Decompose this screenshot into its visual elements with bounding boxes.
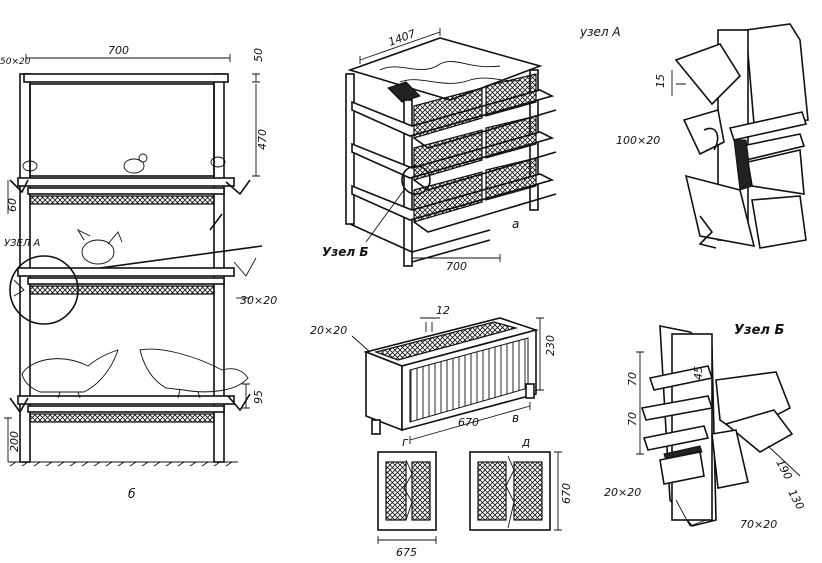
node-a-detail bbox=[671, 23, 809, 249]
dim-tray-section: 20×20 bbox=[310, 324, 347, 337]
dim-door-width: 675 bbox=[396, 546, 417, 559]
label-view-d: д bbox=[521, 435, 530, 449]
dim-door-height: 670 bbox=[560, 483, 573, 504]
label-node-a-front: УЗЕЛ А bbox=[4, 238, 41, 249]
dim-front-side: 60 bbox=[6, 198, 19, 212]
door-g bbox=[377, 451, 437, 544]
dim-node-b-beam: 70×20 bbox=[740, 518, 777, 531]
label-view-a: а bbox=[512, 217, 519, 231]
dim-front-top-margin: 50 bbox=[252, 48, 265, 62]
isometric-view bbox=[345, 28, 557, 267]
node-b-detail bbox=[636, 325, 801, 527]
dim-front-base: 200 bbox=[8, 431, 21, 452]
dim-front-corner: 50×20 bbox=[0, 57, 31, 67]
hen-icon bbox=[76, 228, 123, 265]
node-b-callout bbox=[401, 165, 431, 195]
dim-front-rail: 30×20 bbox=[240, 294, 277, 307]
chicken-icon bbox=[22, 156, 226, 172]
dim-node-a-gap: 15 bbox=[654, 74, 667, 88]
tray-view bbox=[351, 317, 544, 444]
label-view-g: г bbox=[402, 435, 409, 449]
label-view-v: в bbox=[512, 411, 519, 425]
dim-tray-height: 230 bbox=[544, 335, 557, 356]
dim-iso-width: 700 bbox=[446, 260, 467, 273]
label-view-b: б bbox=[128, 487, 136, 501]
label-node-b-iso: Узел Б bbox=[322, 245, 368, 259]
dim-node-b-h1: 70 bbox=[626, 372, 639, 386]
dim-node-b-post: 20×20 bbox=[604, 486, 641, 499]
dim-node-b-h3: 45 bbox=[692, 366, 705, 380]
door-d bbox=[469, 451, 562, 531]
chicken-icon bbox=[123, 153, 148, 174]
dim-tray-length: 670 bbox=[458, 416, 479, 429]
hen-icon bbox=[21, 348, 249, 399]
dim-front-width: 700 bbox=[108, 44, 129, 57]
dim-node-a-board: 100×20 bbox=[616, 134, 660, 147]
node-a-callout bbox=[9, 255, 79, 325]
label-node-b: Узел Б bbox=[734, 323, 784, 338]
dim-node-b-len1: 190 bbox=[773, 457, 794, 482]
dim-node-b-h2: 70 bbox=[626, 412, 639, 426]
front-view bbox=[4, 54, 263, 467]
dim-node-b-len2: 130 bbox=[785, 487, 806, 512]
dim-tray-slot: 12 bbox=[436, 304, 450, 317]
label-node-a: узел А bbox=[579, 25, 621, 39]
dim-front-perch: 95 bbox=[252, 390, 265, 404]
dim-front-tier-height: 470 bbox=[256, 129, 269, 150]
